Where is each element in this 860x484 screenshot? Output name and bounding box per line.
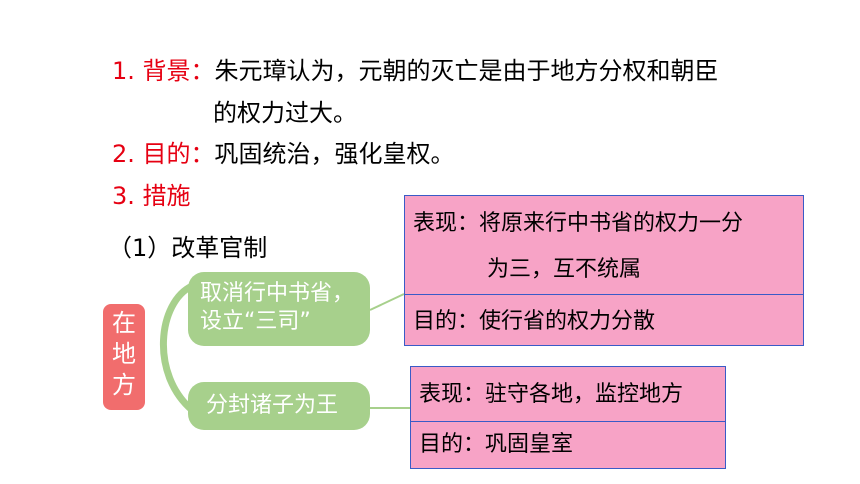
detail-abolish-manifest-line1: 表现：将原来行中书省的权力一分: [413, 211, 744, 236]
bracket-outer: [159, 282, 196, 414]
purpose-text: 巩固统治，强化皇权。: [214, 140, 455, 168]
connector-line-1: [369, 293, 405, 311]
measure-enfeoff-line1: 分封诸子为王: [206, 393, 339, 418]
detail-enfeoff-purpose: 目的：巩固皇室: [419, 432, 574, 457]
background-text-line2: 的权力过大。: [213, 99, 357, 127]
detail-abolish-separator: [405, 294, 803, 295]
detail-enfeoff-separator: [411, 421, 725, 422]
measure-abolish-line2: 设立“三司”: [200, 309, 311, 334]
measure-enfeoff-box: 分封诸子为王: [188, 382, 370, 430]
measure-abolish-line1: 取消行中书省，: [200, 281, 355, 306]
detail-enfeoff-manifest: 表现：驻守各地，监控地方: [419, 382, 684, 407]
subheading-reform: （1）改革官制: [108, 234, 268, 262]
detail-box-enfeoff: 表现：驻守各地，监控地方 目的：巩固皇室: [410, 366, 726, 469]
detail-abolish-manifest-line2: 为三，互不统属: [487, 257, 642, 282]
background-line: 1. 背景：朱元璋认为，元朝的灭亡是由于地方分权和朝臣: [112, 56, 719, 86]
purpose-line: 2. 目的：巩固统治，强化皇权。: [112, 139, 455, 169]
reform-box: 在地方: [103, 304, 145, 410]
background-text-line1: 朱元璋认为，元朝的灭亡是由于地方分权和朝臣: [214, 57, 719, 85]
background-label: 1. 背景：: [112, 57, 215, 85]
measure-abolish-box: 取消行中书省， 设立“三司”: [188, 272, 370, 346]
detail-abolish-purpose: 目的：使行省的权力分散: [413, 309, 656, 334]
purpose-label: 2. 目的：: [112, 140, 215, 168]
measures-label: 3. 措施: [112, 182, 191, 210]
detail-box-abolish: 表现：将原来行中书省的权力一分 为三，互不统属 目的：使行省的权力分散: [404, 195, 804, 346]
